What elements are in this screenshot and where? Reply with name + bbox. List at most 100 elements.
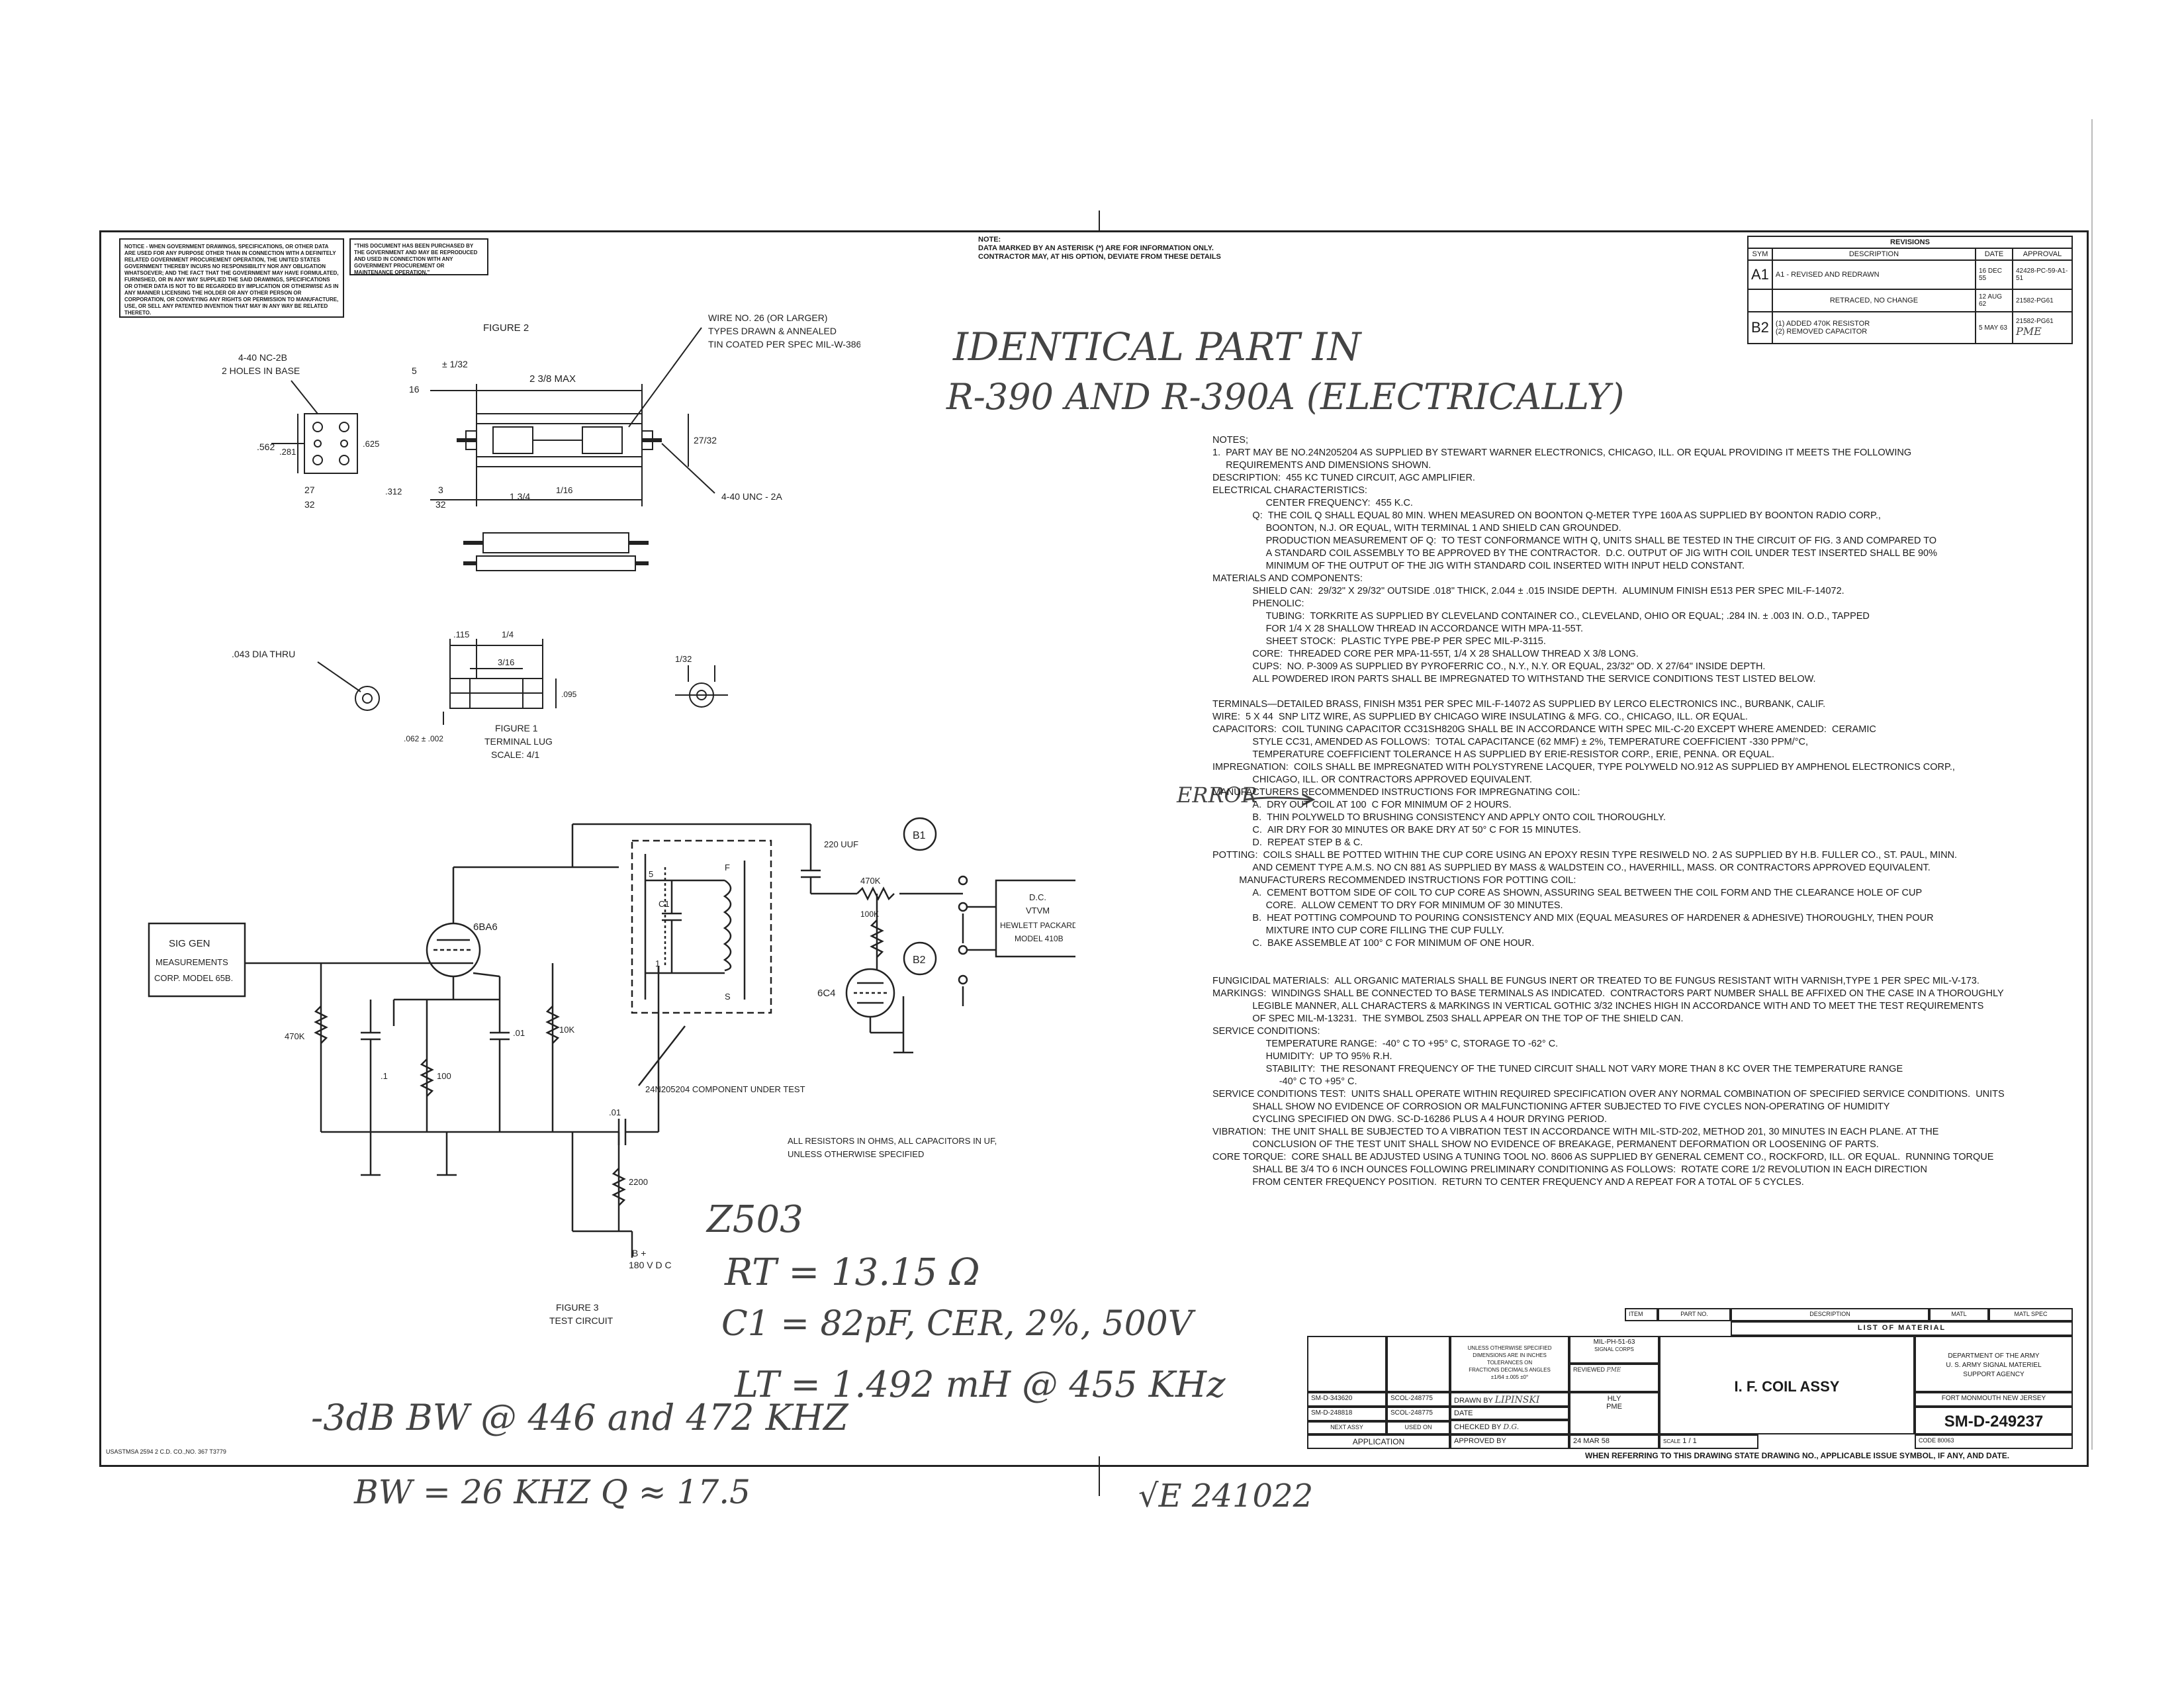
b1-marker: [903, 817, 937, 851]
note-line: LEGIBLE MANNER, ALL CHARACTERS & MARKING…: [1212, 1001, 1984, 1011]
figure-2: FIGURE 2 WIRE NO. 26 (OR LARGER) TYPES D…: [222, 312, 860, 571]
note-line: [1212, 686, 2073, 698]
handwritten-identical-1: IDENTICAL PART IN: [953, 324, 1361, 369]
next-assy-2: SM-D-248818: [1307, 1407, 1387, 1421]
pin1-label: 1: [655, 959, 660, 968]
note-line: FOR 1/4 X 28 SHALLOW THREAD IN ACCORDANC…: [1212, 624, 1583, 634]
c1uf-label: .1: [381, 1071, 388, 1081]
sig-gen-label-2: MEASUREMENTS: [156, 957, 228, 967]
b2-marker: [903, 941, 937, 976]
note-line: C. AIR DRY FOR 30 MINUTES OR BAKE DRY AT…: [1212, 825, 1581, 835]
tb-blank-2: [1387, 1336, 1450, 1392]
rev-sym-retrace: [1747, 289, 1773, 312]
b-plus-label-1: B +: [632, 1248, 646, 1258]
note-line: CONCLUSION OF THE TEST UNIT SHALL SHOW N…: [1212, 1139, 1879, 1150]
note-line: TEMPERATURE RANGE: -40° C TO +95° C, STO…: [1212, 1039, 1559, 1049]
note-line: WIRE: 5 X 44 SNP LITZ WIRE, AS SUPPLIED …: [1212, 712, 1748, 722]
component-under-test-box: [631, 839, 772, 1014]
fig2-dim-312: .312: [385, 487, 402, 496]
rev-header-sym: SYM: [1747, 248, 1773, 261]
handwritten-rt: RT = 13.15 Ω: [725, 1251, 980, 1294]
figure-1: .043 DIA THRU .115 1/4 3/16 1/32 .095 .0…: [232, 630, 728, 760]
note-line: B. THIN POLYWELD TO BRUSHING CONSISTENCY…: [1212, 812, 1666, 823]
application-label: APPLICATION: [1307, 1434, 1450, 1449]
fig2-dim-16: 16: [409, 384, 420, 395]
note-line: PHENOLIC:: [1212, 598, 1304, 609]
vtvm-label-2: VTVM: [1026, 906, 1050, 915]
rev-desc-a1: A1 - REVISED AND REDRAWN: [1771, 259, 1977, 290]
list-of-material: ITEM PART NO. DESCRIPTION MATL MATL SPEC…: [1625, 1308, 2073, 1336]
rev-approval-a1: 42428-PC-59-A1-51: [2012, 259, 2073, 290]
circuit-footnote-1: ALL RESISTORS IN OHMS, ALL CAPACITORS IN…: [788, 1136, 997, 1146]
note-line: A. CEMENT BOTTOM SIDE OF COIL TO CUP COR…: [1212, 888, 1923, 898]
note-line: D. REPEAT STEP B & C.: [1212, 837, 1363, 848]
fig1-dim-3-16: 3/16: [498, 657, 514, 667]
note-line: REQUIREMENTS AND DIMENSIONS SHOWN.: [1212, 460, 1432, 471]
rev-approval-b2: 21582-PG61: [2016, 318, 2054, 325]
note-line: ALL POWDERED IRON PARTS SHALL BE IMPREGN…: [1212, 674, 1816, 684]
note-line: OF SPEC MIL-M-13231. THE SYMBOL Z503 SHA…: [1212, 1013, 1684, 1024]
r470k-label: 470K: [285, 1031, 305, 1041]
rev-date-b2: 5 MAY 63: [1975, 311, 2013, 344]
fig1-hole: .043 DIA THRU: [232, 649, 295, 659]
rev-desc-retrace: RETRACED, NO CHANGE: [1771, 289, 1977, 312]
tube-6c4: [845, 968, 895, 1018]
note-line: CUPS: NO. P-3009 AS SUPPLIED BY PYROFERR…: [1212, 661, 1766, 672]
note-line: SHALL SHOW NO EVIDENCE OF CORROSION OR M…: [1212, 1102, 1890, 1112]
tb-reviewed-label: REVIEWED: [1573, 1366, 1606, 1373]
note-line: [1212, 950, 2073, 962]
r10k-label: 10K: [559, 1025, 574, 1035]
fig2-dim-562: .562: [257, 442, 275, 452]
r470k2-label: 470K: [860, 876, 881, 886]
note-line: POTTING: COILS SHALL BE POTTED WITHIN TH…: [1212, 850, 1958, 861]
note-line: CORE: THREADED CORE PER MPA-11-55T, 1/4 …: [1212, 649, 1639, 659]
note-line: SERVICE CONDITIONS:: [1212, 1026, 1320, 1037]
revisions-table: REVISIONS SYM DESCRIPTION DATE APPROVAL …: [1747, 236, 2073, 344]
note-line: FROM CENTER FREQUENCY POSITION. RETURN T…: [1212, 1177, 1804, 1188]
government-notice: NOTICE - WHEN GOVERNMENT DRAWINGS, SPECI…: [119, 238, 344, 318]
fig3-subtitle: TEST CIRCUIT: [549, 1315, 614, 1326]
component-under-test-label: 24N205204 COMPONENT UNDER TEST: [645, 1084, 805, 1094]
tube2-label: 6C4: [817, 988, 836, 999]
figure-3-test-circuit: SIG GEN MEASUREMENTS CORP. MODEL 65B. 6B…: [148, 817, 1075, 1326]
note-line: DESCRIPTION: 455 KC TUNED CIRCUIT, AGC A…: [1212, 473, 1475, 483]
fig1-dim-1-4: 1/4: [502, 630, 514, 639]
sig-gen-label-1: SIG GEN: [169, 938, 210, 949]
fig2-title: FIGURE 2: [483, 322, 529, 334]
s-terminal: S: [725, 992, 731, 1002]
checked-by-label: CHECKED BY: [1454, 1423, 1502, 1431]
fig1-dim-1-32: 1/32: [675, 654, 692, 664]
revisions-title: REVISIONS: [1747, 236, 2073, 249]
note-line: A STANDARD COIL ASSEMBLY TO BE APPROVED …: [1212, 548, 1938, 559]
fig2-dim-281: .281: [279, 447, 296, 457]
title-block-footer: WHEN REFERRING TO THIS DRAWING STATE DRA…: [1585, 1451, 2010, 1460]
rev-date-a1: 16 DEC 55: [1975, 259, 2013, 290]
tb-blank-1: [1307, 1336, 1387, 1392]
pin5-label: 5: [649, 869, 653, 879]
note-line: A. DRY OUT COIL AT 100 C FOR MINIMUM OF …: [1212, 800, 1512, 810]
sig-gen-label-3: CORP. MODEL 65B.: [154, 973, 233, 983]
note-line: C. BAKE ASSEMBLE AT 100° C FOR MINIMUM O…: [1212, 938, 1535, 949]
note-line: 1. PART MAY BE NO.24N205204 AS SUPPLIED …: [1212, 447, 1912, 458]
r2200-label: 2200: [629, 1177, 648, 1187]
note-line: HUMIDITY: UP TO 95% R.H.: [1212, 1051, 1392, 1062]
note-line: TEMPERATURE COEFFICIENT TOLERANCE H AS S…: [1212, 749, 1774, 760]
handwritten-error: ERROR: [1177, 782, 1257, 808]
note-line: TUBING: TORKRITE AS SUPPLIED BY CLEVELAN…: [1212, 611, 1870, 622]
tb-pme: PME: [1606, 1403, 1622, 1411]
used-on-1: SCOL-248775: [1387, 1392, 1450, 1407]
rev-header-approval: APPROVAL: [2012, 248, 2073, 261]
fig2-dim-32: 32: [304, 499, 315, 510]
agency: U. S. ARMY SIGNAL MATERIEL SUPPORT AGENC…: [1946, 1362, 2042, 1378]
note-line: -40° C TO +95° C.: [1212, 1076, 1357, 1087]
c01a-label: .01: [513, 1028, 525, 1038]
handwritten-bw-3db: -3dB BW @ 446 and 472 KHZ: [311, 1397, 848, 1438]
note-line: SERVICE CONDITIONS TEST: UNITS SHALL OPE…: [1212, 1089, 2005, 1100]
fig1-dim-062: .062 ± .002: [404, 734, 443, 743]
tb-signal-corps: SIGNAL CORPS: [1594, 1346, 1634, 1352]
vtvm-label-3: HEWLETT PACKARD: [1000, 921, 1075, 930]
note-line: CORE TORQUE: CORE SHALL BE ADJUSTED USIN…: [1212, 1152, 1994, 1162]
handwritten-bw-q: BW = 26 KHZ Q ≈ 17.5: [354, 1473, 751, 1511]
fig2-dim-3: 3: [438, 485, 443, 495]
fig2-dim-5-16: 5: [412, 365, 417, 376]
